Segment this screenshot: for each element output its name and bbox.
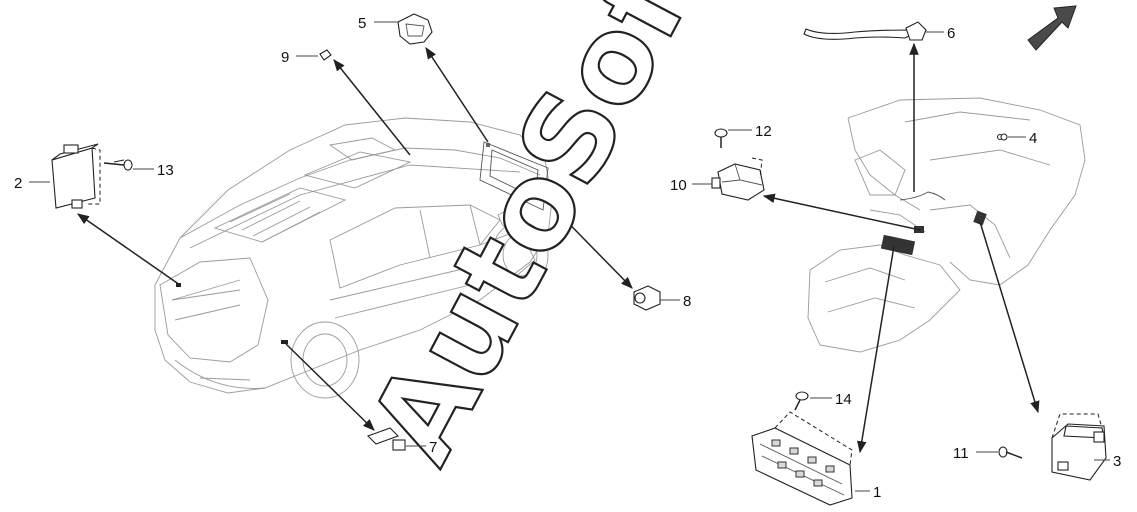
callout-5: 5 — [358, 15, 366, 32]
callout-1: 1 — [873, 484, 881, 501]
part-7 — [367, 427, 406, 451]
callout-12: 12 — [755, 123, 772, 140]
callout-13: 13 — [157, 162, 174, 179]
part-11 — [998, 446, 1023, 459]
part-4 — [1000, 133, 1008, 141]
part-6 — [803, 21, 927, 41]
watermark: AutoSoft — [342, 0, 741, 484]
callout-9: 9 — [281, 49, 289, 66]
callout-10: 10 — [670, 177, 687, 194]
minivan-illustration — [154, 117, 553, 399]
callout-11: 11 — [953, 445, 969, 462]
part-9 — [319, 49, 332, 61]
callout-4: 4 — [1029, 130, 1037, 147]
part-5 — [397, 13, 433, 45]
direction-arrow-icon — [1027, 5, 1077, 51]
part-10 — [711, 157, 765, 201]
callout-3: 3 — [1113, 453, 1121, 470]
callout-7: 7 — [429, 439, 437, 456]
locator-lines — [77, 42, 1040, 454]
part-8 — [633, 285, 661, 311]
callout-14: 14 — [835, 391, 852, 408]
watermark-text: AutoSoft — [343, 0, 740, 483]
dashboard-illustration — [807, 97, 1086, 353]
part-13 — [103, 159, 133, 171]
callout-2: 2 — [14, 175, 22, 192]
callout-6: 6 — [947, 25, 955, 42]
callouts: 1 2 3 4 5 6 7 8 9 10 11 12 13 — [14, 15, 1121, 501]
part-1 — [751, 411, 853, 506]
part-14 — [794, 391, 809, 411]
part-3 — [1051, 413, 1107, 481]
part-2 — [51, 143, 101, 209]
callout-8: 8 — [683, 293, 691, 310]
part-12 — [714, 128, 728, 148]
